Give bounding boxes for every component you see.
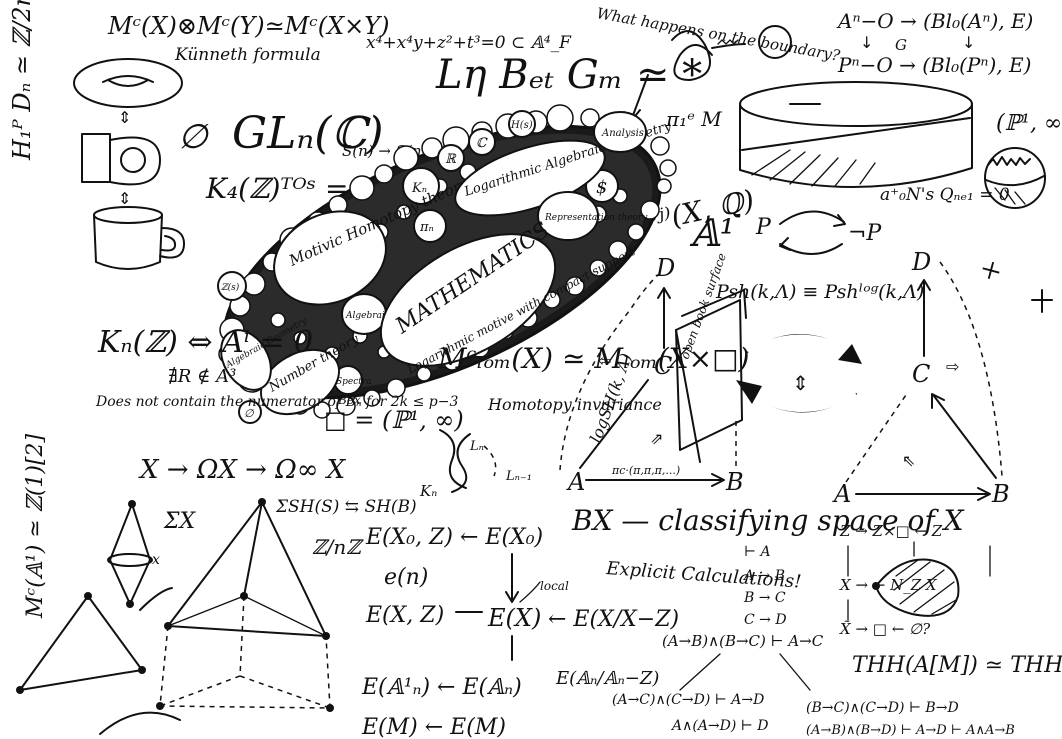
ln-label: Lₙ xyxy=(469,439,484,454)
ln-1-label: Lₙ₋₁ xyxy=(505,469,532,484)
e-a1-map: E(𝔸¹ₙ) ← E(𝔸ₙ) xyxy=(361,675,522,700)
box-label: Box xyxy=(337,393,361,407)
square-bottom: X̃ → □ ← ∅? xyxy=(839,620,931,638)
log-motive-equation: Mᶜₗₒₘ(X) ≃ Mₗₒₘ(X×□) xyxy=(437,342,749,375)
pi-map-label: πc·(π,π,π,...) xyxy=(611,464,680,477)
bubble-reals: ℝ xyxy=(445,152,457,167)
bubble-zs: ℤ(s) xyxy=(221,282,240,293)
down-arrow-icon: ↓ xyxy=(860,33,873,52)
down-arrow-icon-2: ↓ xyxy=(962,33,975,52)
weaving-arrows-icon xyxy=(440,430,496,492)
svg-text:⇕: ⇕ xyxy=(792,371,809,395)
dihedral-homology: H₁ᴾ Dₙ ≃ ℤ/2n xyxy=(8,0,36,161)
node-b: B xyxy=(725,468,744,496)
loop-space-map: X → ΩX → Ω∞ X xyxy=(138,455,347,485)
kunneth-caption: Künneth formula xyxy=(174,45,321,65)
e-n: e(n) xyxy=(384,565,428,590)
hollow-arrow-icon-2: ⇗ xyxy=(650,429,663,448)
homotopy-invariance: Homotopy invariance xyxy=(487,395,662,414)
motive-affine-line: Mᶜ(𝔸¹) ≃ ℤ(1)[2] xyxy=(23,433,48,619)
kn-label: Kₙ xyxy=(419,482,437,500)
e-x-z: E(X, Z) xyxy=(365,603,444,628)
node-b-right: B xyxy=(991,480,1010,508)
node-c-right: C xyxy=(912,360,930,388)
logic-line-9: (A→B)∧(B→D) ⊢ A→D ⊢ A∧A→B xyxy=(806,723,1015,738)
logic-line-4: C → D xyxy=(744,612,787,628)
blowup-affine: Aⁿ−O → (Bl₀(Aⁿ), E) xyxy=(836,9,1033,33)
e-x: E(X) xyxy=(487,604,541,632)
fermat-equation: x⁴+x⁴y+z²+t³=0 ⊂ 𝔸⁴_F xyxy=(366,33,572,53)
square-mid: X → ← N_Z X xyxy=(839,576,938,594)
cycle-arrows-icon: ⇕ xyxy=(736,335,862,412)
cross-mark: × xyxy=(975,253,1006,287)
bubble-dollar: $ xyxy=(596,177,607,198)
fundamental-group: π₁ᵉ M xyxy=(665,107,722,131)
cyclic-group: ℤ/nℤ xyxy=(312,535,364,559)
presheaf-equivalence: Psh(k,Λ) ≡ Pshˡᵒᵍ(k,Λ) xyxy=(715,281,924,303)
e-m-map: E(M) ← E(M) xyxy=(361,715,506,739)
kunneth-formula: Mᶜ(X)⊗Mᶜ(Y)≃Mᶜ(X×Y) xyxy=(107,12,389,40)
affine-line: 𝔸¹ xyxy=(689,211,735,255)
blowup-projective: Pⁿ−O → (Bl₀(Pⁿ), E) xyxy=(837,53,1031,77)
proposition-not-p: ¬P xyxy=(848,221,882,246)
lbg-equation: Lη Bₑₜ Gₘ ≃ * xyxy=(435,52,702,98)
suspension-drawing: x xyxy=(108,500,160,608)
handle-shape-icon xyxy=(82,134,160,184)
node-d: D xyxy=(655,254,675,282)
kn-equivalence: Kₙ(ℤ) ⇔ Aⁱ = 0 xyxy=(97,325,313,360)
logic-line-7: A∧(A→D) ⊢ D xyxy=(670,718,769,734)
blowup-group: G xyxy=(895,36,907,54)
node-a: A xyxy=(566,468,585,496)
e-an-quotient: E(𝔸ₙ/𝔸ₙ−Z) xyxy=(555,668,659,689)
logic-line-6: (A→C)∧(C→D) ⊢ A→D xyxy=(612,692,764,708)
logic-line-2: A → B xyxy=(742,568,785,584)
node-c: C xyxy=(654,352,672,380)
e-x-quotient: ← E(X/X−Z) xyxy=(548,607,679,632)
logic-line-1: ⊢ A xyxy=(744,544,771,560)
proposition-p: P xyxy=(755,215,772,240)
logic-line-3: B → C xyxy=(743,590,786,606)
empty-set-symbol: ∅ xyxy=(178,117,209,157)
hollow-arrow-icon: ⇦ xyxy=(598,351,611,370)
bubble-representation: Representation theory xyxy=(544,213,648,223)
hollow-arrow-diag-icon: ⇖ xyxy=(902,451,915,470)
donut-icon xyxy=(74,59,182,107)
coffee-mug-icon xyxy=(94,207,184,269)
up-down-arrow-icon: ⇕ xyxy=(118,108,131,127)
thh-equation: THH(A[M]) ≃ THH(A xyxy=(852,653,1062,678)
stable-homotopy-map: ΣSH(S) ⇆ SH(B) xyxy=(275,497,417,517)
curved-arrow xyxy=(140,588,172,610)
logic-line-5: (A→B)∧(B→C) ⊢ A→C xyxy=(662,632,824,650)
bubble-complex: ℂ xyxy=(476,136,488,151)
bubble-spectra: Spectra xyxy=(336,377,372,387)
local-label: local xyxy=(540,579,569,593)
implication-arc xyxy=(780,211,844,224)
quillen-equation: a⁺₀N's Qₙₑ₁ = 0 xyxy=(880,185,1010,205)
e-x0-z: E(X₀, Z) ← E(X₀) xyxy=(365,525,543,550)
bubble-hs: H(s) xyxy=(510,120,533,131)
bubble-analysis: Analysis xyxy=(601,128,644,139)
hollow-arrow-right-icon: ⇨ xyxy=(946,357,959,376)
bubble-pin: πₙ xyxy=(419,220,434,235)
square-top: Z → Z×□ ← Z xyxy=(839,522,943,540)
open-book-surface xyxy=(676,290,746,462)
up-down-arrow-icon-2: ⇕ xyxy=(118,189,131,208)
box-equation: □ = (ℙ¹, ∞) xyxy=(324,406,464,434)
log-projective-line: (ℙ¹, ∞) xyxy=(996,111,1062,136)
kr-statement: ∄R ∉ A³ xyxy=(168,366,236,387)
logic-line-8: (B→C)∧(C→D) ⊢ B→D xyxy=(806,700,959,716)
suspension-label: ΣX xyxy=(163,509,197,534)
mobius-band-drawing xyxy=(740,82,972,187)
suspension-x-label: x xyxy=(152,552,160,568)
node-d-right: D xyxy=(911,248,931,276)
